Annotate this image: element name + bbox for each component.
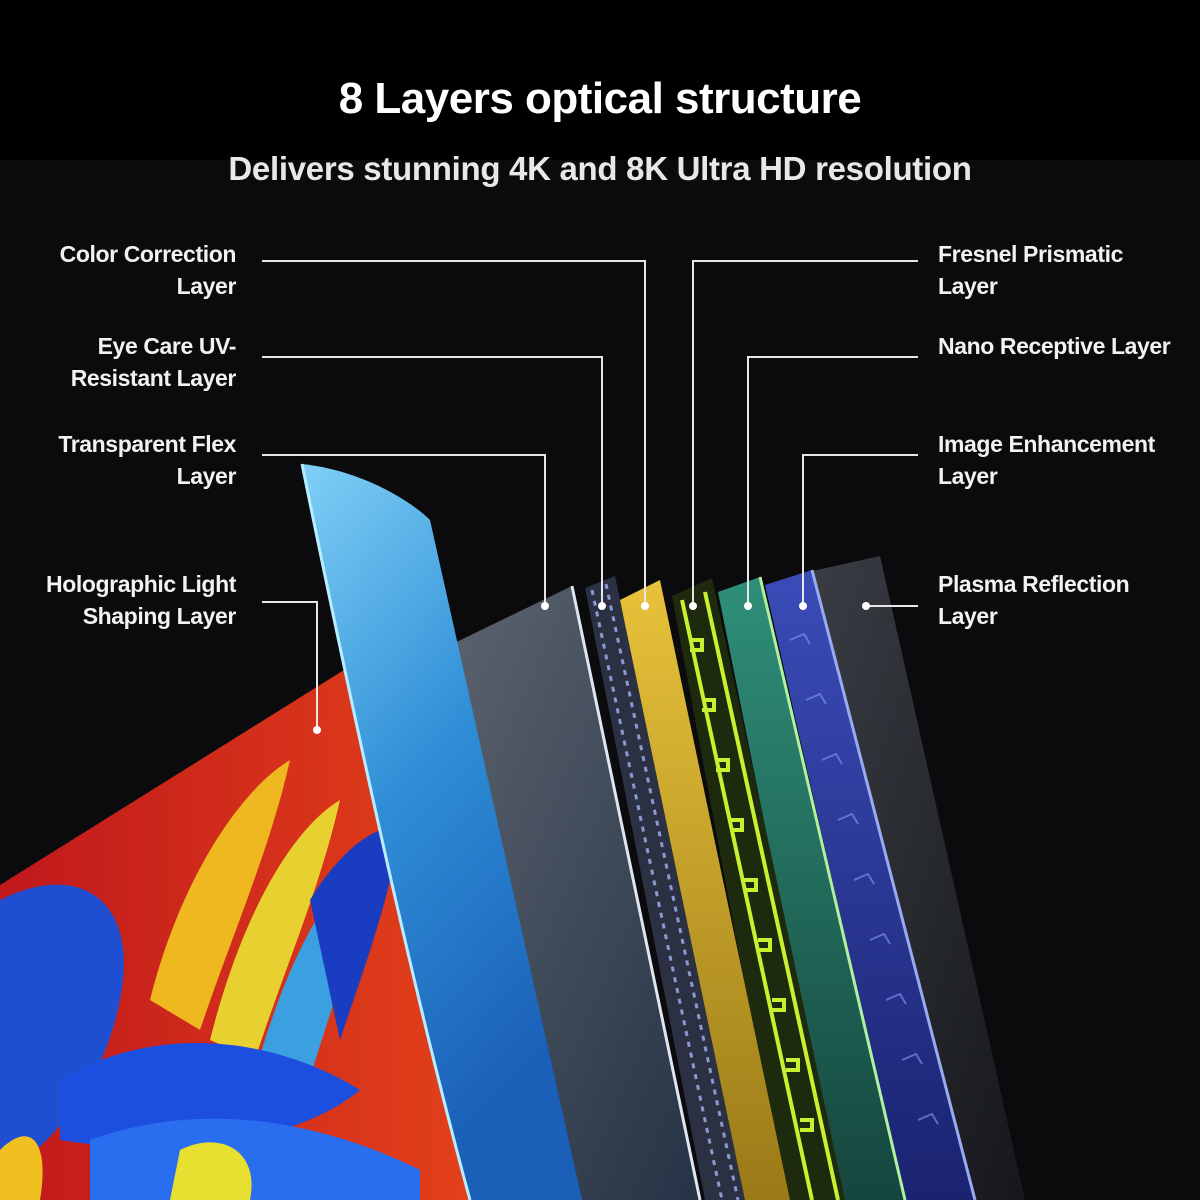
label-holographic: Holographic Light Shaping Layer	[46, 571, 236, 629]
leader-holographic	[262, 601, 318, 730]
dot-nano	[744, 602, 752, 610]
dot-plasma	[862, 602, 870, 610]
leader-image-enhancement	[802, 454, 918, 606]
leader-fresnel	[692, 260, 918, 606]
leader-nano	[747, 356, 918, 606]
teal-layer-shape	[718, 577, 905, 1200]
page-title: 8 Layers optical structure	[338, 74, 862, 123]
leader-eye-care	[262, 356, 603, 606]
label-eye-care: Eye Care UV- Resistant Layer	[70, 333, 237, 391]
blue-layer-shape	[765, 570, 975, 1200]
label-image-enhancement: Image Enhancement Layer	[938, 431, 1155, 489]
mesh-layer-shape	[585, 576, 745, 1200]
grey-layer-shape	[440, 586, 700, 1200]
leader-color-correction	[262, 260, 646, 606]
front-panel-shape	[302, 464, 582, 1200]
dot-eye-care	[598, 602, 606, 610]
leader-transparent-flex	[262, 454, 546, 606]
dot-image-enhancement	[799, 602, 807, 610]
label-nano-receptive: Nano Receptive Layer	[938, 333, 1171, 359]
plasma-layer-shape	[808, 556, 1025, 1200]
header-band	[0, 0, 1200, 160]
label-plasma: Plasma Reflection Layer	[938, 571, 1130, 629]
label-color-correction: Color Correction Layer	[59, 241, 237, 299]
dot-fresnel	[689, 602, 697, 610]
dot-transparent-flex	[541, 602, 549, 610]
label-transparent-flex: Transparent Flex Layer	[58, 431, 236, 489]
dot-holographic	[313, 726, 321, 734]
page-subtitle: Delivers stunning 4K and 8K Ultra HD res…	[228, 150, 972, 187]
dot-color-correction	[641, 602, 649, 610]
label-fresnel: Fresnel Prismatic Layer	[938, 241, 1123, 299]
gold-layer-shape	[620, 580, 790, 1200]
green-layer-shape	[672, 578, 845, 1200]
